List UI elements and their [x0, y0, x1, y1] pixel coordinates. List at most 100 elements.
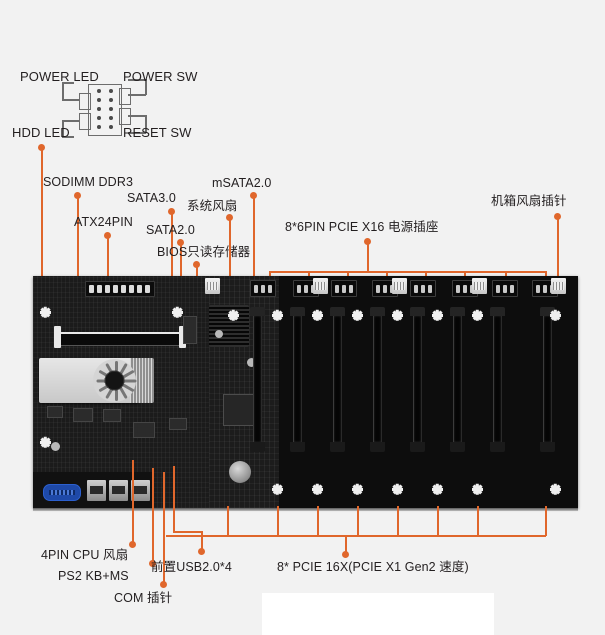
label-bios: BIOS只读存储器 — [157, 245, 251, 259]
pcie-slot — [540, 307, 555, 452]
white-connector — [392, 278, 407, 294]
leader-tick-pcie-slot-7 — [545, 506, 547, 536]
label-atx24pin: ATX24PIN — [74, 215, 133, 229]
pcb-chip — [169, 418, 187, 430]
cpu-fan — [93, 359, 136, 402]
chassis-fan-connector — [551, 278, 566, 294]
sodimm-latch-left — [54, 326, 61, 348]
pcb-chip — [133, 422, 155, 438]
leader-line-front-usb-drop — [201, 531, 203, 551]
sodimm-ddr3-slot — [61, 332, 179, 346]
leader-line-pcie-power-stem — [367, 242, 369, 271]
sodimm-latch-right — [179, 326, 186, 348]
leader-dot-msata — [250, 192, 257, 199]
leader-line-system-fan — [229, 218, 231, 278]
leader-dot-system-fan — [226, 214, 233, 221]
pcb-capacitor — [51, 442, 60, 451]
usb-port — [87, 480, 106, 501]
pcb-chip — [73, 408, 93, 422]
pcb-chip — [47, 406, 63, 418]
leader-tick-pcie-power-5 — [425, 271, 427, 280]
rear-io-panel — [33, 472, 153, 508]
label-ps2: PS2 KB+MS — [58, 569, 129, 583]
leader-line-ps2 — [152, 468, 154, 564]
pcb-chip — [103, 409, 121, 422]
pcb-capacitor — [247, 358, 256, 367]
label-sata30: SATA3.0 — [127, 191, 176, 205]
label-system-fan: 系统风扇 — [187, 199, 238, 213]
label-sodimm: SODIMM DDR3 — [43, 175, 133, 189]
leader-dot-sodimm — [74, 192, 81, 199]
leader-dot-pcie-slots — [342, 551, 349, 558]
leader-dot-pcie-power — [364, 238, 371, 245]
leader-tick-pcie-power-4 — [386, 271, 388, 280]
label-reset-sw: RESET SW — [123, 125, 192, 140]
leader-tick-pcie-power-1 — [269, 271, 271, 280]
motherboard — [33, 276, 578, 511]
pin-header-body — [88, 84, 122, 136]
leader-dot-sata30 — [168, 208, 175, 215]
leader-tick-pcie-slot-6 — [477, 506, 479, 536]
label-power-sw: POWER SW — [123, 69, 198, 84]
pcb-capacitor — [215, 330, 223, 338]
leader-line-atx24pin — [107, 236, 109, 278]
label-pcie-slots: 8* PCIE 16X(PCIE X1 Gen2 速度) — [277, 560, 469, 574]
leader-line-msata — [253, 196, 255, 278]
pcie-slot — [250, 307, 265, 452]
system-fan-connector — [205, 278, 220, 294]
atx24pin-connector — [85, 281, 155, 297]
leader-tick-pcie-slot-1 — [277, 506, 279, 536]
leader-tick-pcie-power-2 — [308, 271, 310, 280]
leader-line-sodimm — [77, 196, 79, 278]
label-hdd-led: HDD LED — [12, 125, 70, 140]
leader-line-pcie-slots-rail — [166, 535, 546, 537]
pcie-slot — [330, 307, 345, 452]
usb-port — [131, 480, 150, 501]
label-front-usb: 前置USB2.0*4 — [151, 560, 232, 574]
leader-line-com — [163, 472, 165, 585]
leader-line-hdd-led — [41, 148, 43, 278]
white-connector — [472, 278, 487, 294]
leader-line-pcie-power-rail — [269, 271, 546, 273]
leader-tick-pcie-slot-5 — [437, 506, 439, 536]
leader-line-sata20 — [180, 243, 182, 278]
leader-tick-pcie-power-6 — [464, 271, 466, 280]
leader-tick-pcie-slot-4 — [397, 506, 399, 536]
leader-dot-bios — [193, 261, 200, 268]
cpu-fan-hub — [106, 372, 123, 389]
white-connector — [313, 278, 328, 294]
pcie-slot — [490, 307, 505, 452]
leader-dot-sata20 — [177, 239, 184, 246]
cmos-battery — [229, 461, 251, 483]
label-power-led: POWER LED — [20, 69, 99, 84]
leader-tick-pcie-slot-3 — [357, 506, 359, 536]
leader-line-front-usb-stem — [173, 466, 175, 531]
leader-dot-ps2 — [149, 560, 156, 567]
label-msata: mSATA2.0 — [212, 176, 272, 190]
pcie-slot — [290, 307, 305, 452]
pcie-slot-area — [279, 276, 578, 508]
label-pcie-power: 8*6PIN PCIE X16 电源插座 — [285, 220, 439, 234]
leader-tick-pcie-power-8 — [545, 271, 547, 280]
leader-line-pcie-slots-stem — [345, 535, 347, 554]
leader-dot-hdd-led — [38, 144, 45, 151]
leader-line-bios — [196, 265, 198, 278]
leader-tick-pcie-slot-2 — [317, 506, 319, 536]
leader-dot-front-usb — [198, 548, 205, 555]
label-sata20: SATA2.0 — [146, 223, 195, 237]
power-sw-bracket — [119, 88, 131, 105]
leader-tick-pcie-slot-8 — [227, 506, 229, 536]
pcie-slot — [370, 307, 385, 452]
leader-dot-com — [160, 581, 167, 588]
label-cpu-fan: 4PIN CPU 风扇 — [41, 548, 129, 562]
pcie-slot — [450, 307, 465, 452]
usb-port — [109, 480, 128, 501]
leader-dot-chassis-fan — [554, 213, 561, 220]
power-led-bracket — [79, 93, 91, 110]
label-chassis-fan: 机箱风扇插针 — [491, 194, 567, 208]
leader-tick-pcie-power-7 — [505, 271, 507, 280]
leader-line-chassis-fan — [557, 217, 559, 278]
leader-line-sata30 — [171, 212, 173, 278]
pcb-chip — [183, 316, 197, 344]
